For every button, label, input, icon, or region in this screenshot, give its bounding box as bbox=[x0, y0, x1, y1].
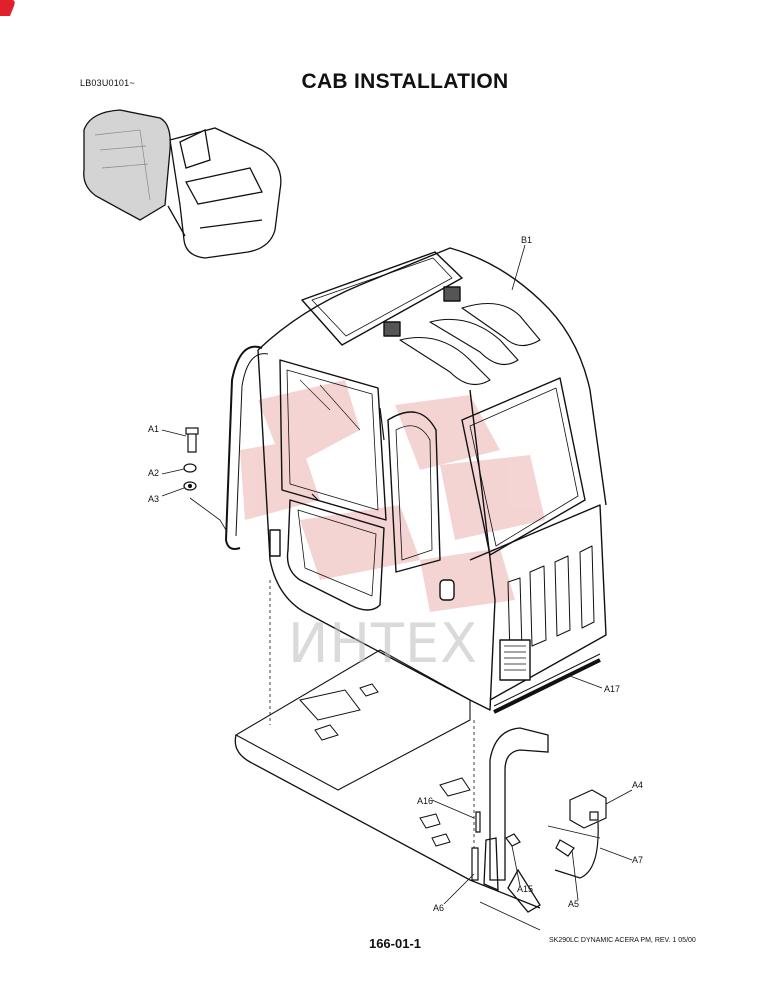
document-code: LB03U0101~ bbox=[80, 78, 135, 88]
callout-a5: A5 bbox=[568, 899, 580, 909]
callout-a3: A3 bbox=[148, 494, 160, 504]
callout-leader-lines bbox=[161, 244, 633, 931]
page-number: 166-01-1 bbox=[368, 936, 422, 951]
page-title: CAB INSTALLATION bbox=[301, 70, 509, 93]
floor-base-plate bbox=[234, 580, 541, 909]
callout-a15: A15 bbox=[517, 884, 534, 894]
callout-a17: A17 bbox=[604, 684, 621, 694]
callout-a2: A2 bbox=[148, 468, 160, 478]
cab-assembly bbox=[225, 247, 607, 714]
fastener-set-a1-a3 bbox=[183, 427, 199, 491]
callout-a1: A1 bbox=[148, 424, 160, 434]
callout-a7: A7 bbox=[632, 855, 644, 865]
model-revision-note: SK290LC DYNAMIC ACERA PM, REV. 1 05/00 bbox=[549, 937, 696, 944]
fastener-set-a4-a16 bbox=[471, 789, 607, 881]
callout-a4: A4 bbox=[632, 780, 644, 790]
seat-inset-illustration bbox=[83, 109, 282, 259]
corner-logo-mark bbox=[0, 0, 15, 16]
mounting-bracket bbox=[483, 727, 549, 913]
watermark-text: ИНТЕХ bbox=[288, 612, 479, 675]
callout-a16: A16 bbox=[417, 796, 434, 806]
callout-b1: B1 bbox=[521, 235, 533, 245]
callout-a6: A6 bbox=[433, 903, 445, 913]
